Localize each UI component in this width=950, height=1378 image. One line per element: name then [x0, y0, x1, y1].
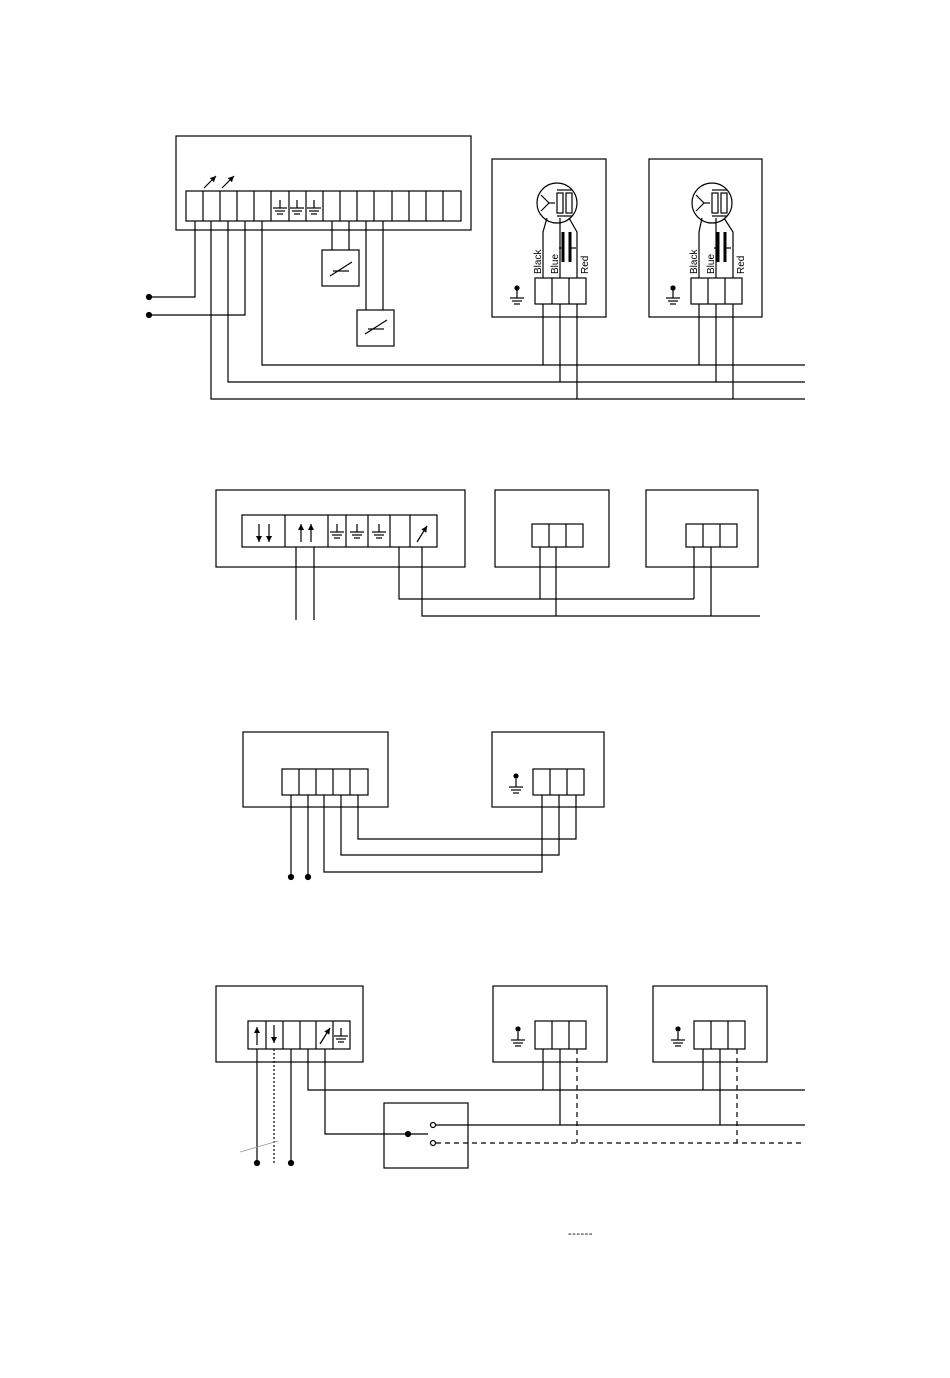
controller-box [216, 490, 465, 567]
wire-label-black: Black [689, 249, 700, 274]
motor-unit-1 [492, 732, 604, 807]
motor-unit-2 [653, 986, 767, 1143]
switch-box [384, 1103, 468, 1168]
motor-unit-1 [493, 986, 607, 1143]
annotation-leader-line [240, 1141, 278, 1152]
ground-icon [509, 779, 523, 793]
arrow-icon [204, 176, 216, 188]
legend-dashed-line: ------ [568, 1228, 593, 1240]
wire-label-red: Red [580, 256, 591, 274]
temperature-sensor [322, 250, 359, 286]
wire-label-blue: Blue [550, 254, 561, 274]
temperature-sensor [357, 310, 394, 346]
motor-unit-2 [649, 159, 762, 399]
wire-terminal-dot [255, 1161, 260, 1166]
ground-icon [350, 524, 364, 538]
ground-icon [511, 1032, 525, 1046]
wire-terminal-dot [147, 295, 152, 300]
ground-icon [666, 290, 680, 304]
wiring-diagram-2 [216, 490, 760, 620]
ground-icon [510, 290, 524, 304]
terminal-strip [248, 1021, 350, 1049]
terminal-strip [186, 191, 461, 221]
wiring-diagram-3 [243, 732, 604, 880]
motor-unit-1 [495, 490, 609, 616]
ground-icon [307, 200, 321, 214]
wire-label-red: Red [736, 256, 747, 274]
controller-box [216, 986, 363, 1062]
wire-terminal-dot [306, 875, 311, 880]
terminal-strip [282, 769, 368, 795]
ground-icon [372, 524, 386, 538]
ground-icon [273, 200, 287, 214]
wire-terminal-dot [289, 875, 294, 880]
wiring-diagram-4 [216, 986, 805, 1168]
wire-label-blue: Blue [706, 254, 717, 274]
motor-unit-2 [646, 490, 758, 616]
arrow-icon [417, 526, 427, 542]
ground-icon [671, 1032, 685, 1046]
wire-terminal-dot [289, 1161, 294, 1166]
motor-unit-1 [492, 159, 606, 399]
wire-label-black: Black [533, 249, 544, 274]
arrow-icon [222, 176, 234, 188]
ground-icon [290, 200, 304, 214]
arrow-icon [320, 1028, 330, 1044]
ground-icon [330, 524, 344, 538]
terminal-strip [242, 515, 437, 547]
wire-terminal-dot [147, 313, 152, 318]
ground-icon [334, 1028, 348, 1042]
